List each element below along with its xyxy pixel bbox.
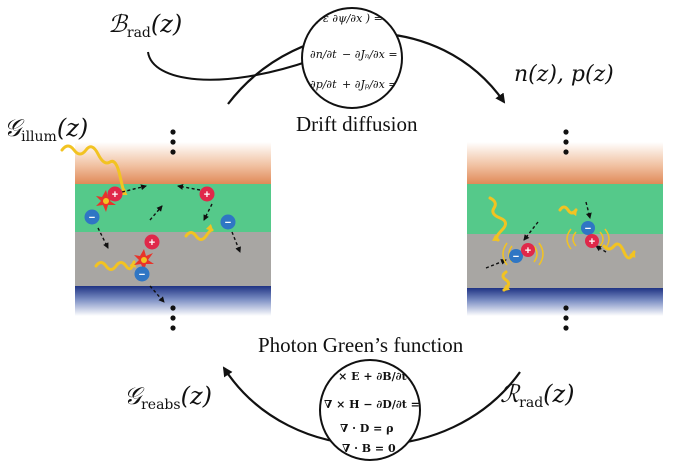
hole-right-1: + [521,243,535,257]
g-illum-label: 𝒢illum(z) [4,114,89,145]
photon-emitted-3 [602,242,636,260]
electron-right-1: − [509,249,523,263]
electron-left-2: − [220,214,236,230]
absorption-spark-2 [134,249,154,271]
svg-text:+: + [112,189,118,201]
svg-text:−: − [89,212,95,224]
photon-absorbed-2 [184,223,214,241]
eq-electron-lhs: ∂n/∂t [310,48,337,61]
drift-diffusion-caption: Drift diffusion [296,112,418,136]
eq-poisson: ∂ ( ε ∂ψ/∂x ) = q [306,12,393,25]
carrier-density-label: n(z), p(z) [514,62,614,87]
svg-text:−: − [139,269,145,281]
photon-emitted-4 [501,270,511,292]
photon-incident [60,144,128,196]
drift-diffusion-equations: ∂ ( ε ∂ψ/∂x ) = q ∂n/∂t − ∂Jₙ/∂x = G − ∂… [301,7,423,109]
svg-text:+: + [589,236,595,248]
eq-gauss-b: ∇ · B = 0 [342,442,396,455]
hole-left-2: + [199,186,215,202]
photon-absorbed-1 [94,260,137,271]
g-reabs-label: 𝒢reabs(z) [124,382,212,413]
hole-right-2: + [585,234,599,248]
svg-text:−: − [225,217,231,229]
photon-green-caption: Photon Green’s function [258,333,464,357]
electron-left-1: − [84,209,100,225]
electron-right-2: − [581,221,595,235]
right-device-stack [467,129,663,331]
r-rad-label: ℛrad(z) [500,380,575,411]
svg-text:+: + [204,189,210,201]
eq-ampere: ∇ × H − ∂D/∂t = J [324,398,429,411]
hole-left-1: + [107,186,123,202]
eq-faraday: ∇ × E + ∂B/∂t = 0 [326,370,431,383]
svg-text:−: − [585,223,591,235]
b-rad-connector [147,51,313,81]
left-device-stack [75,129,271,331]
eq-electron-rhs: − ∂Jₙ/∂x = G − [342,48,423,61]
hole-left-3: + [144,234,160,250]
absorption-spark-1 [96,190,116,212]
photon-emitted-1 [488,196,507,242]
svg-text:+: + [525,245,531,257]
svg-text:−: − [513,251,519,263]
b-rad-label: ℬrad(z) [108,10,183,41]
eq-hole-lhs: ∂p/∂t [310,78,337,91]
eq-hole-rhs: + ∂Jₚ/∂x = G [342,78,410,91]
photon-emitted-2 [558,205,578,217]
maxwell-equations: ∇ × E + ∂B/∂t = 0 ∇ × H − ∂D/∂t = J ∇ · … [319,359,431,461]
svg-text:+: + [149,237,155,249]
electron-left-3: − [134,266,150,282]
eq-gauss-d: ∇ · D = ρ [340,422,394,435]
